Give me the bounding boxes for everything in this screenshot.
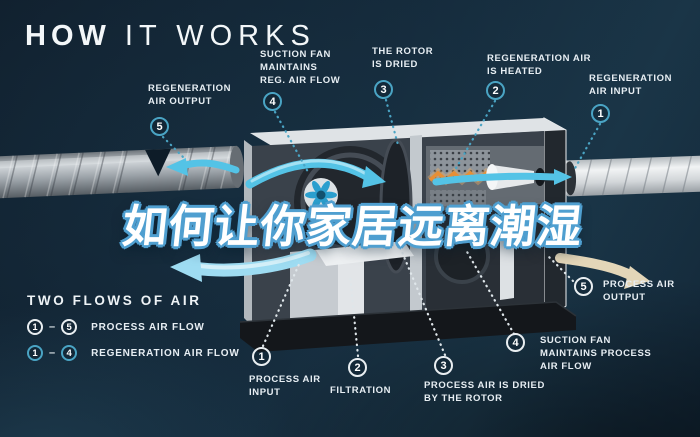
callout-label: SUCTION FAN MAINTAINS PROCESS AIR FLOW	[540, 335, 652, 372]
callout-label: PROCESS AIR INPUT	[249, 374, 321, 398]
callout-label: REGENERATION AIR OUTPUT	[148, 83, 232, 107]
legend-badge-to: 4	[61, 345, 78, 361]
step-number-badge: 5	[574, 277, 593, 296]
desiccant-rotor-disc	[379, 138, 413, 274]
heater-flow-arrow	[432, 172, 558, 186]
legend-row-process-air-flow: 1 – 5 PROCESS AIR FLOW	[27, 319, 240, 335]
legend-dash: –	[49, 346, 56, 359]
interior-white-panel-right	[500, 222, 514, 300]
legend-badge-to: 5	[61, 319, 78, 335]
callout-label: SUCTION FAN MAINTAINS REG. AIR FLOW	[260, 49, 341, 86]
step-number-badge: 2	[348, 358, 367, 377]
regen-intake-arrow	[245, 158, 375, 189]
page-title: HOW IT WORKS	[25, 20, 316, 53]
legend-row-regeneration-air-flow: 1 – 4 REGENERATION AIR FLOW	[27, 345, 240, 361]
pipe-cutaway-notch	[145, 148, 172, 177]
callout-label: REGENERATION AIR IS HEATED	[487, 53, 592, 77]
process-output-swoosh-arrow	[187, 248, 317, 277]
right-duct-pipe	[564, 155, 700, 197]
legend-badge-from: 1	[27, 345, 43, 361]
legend-label: REGENERATION AIR FLOW	[91, 347, 240, 359]
legend-title: TWO FLOWS OF AIR	[27, 293, 202, 308]
fan-impeller-icon	[304, 178, 338, 212]
step-number-badge: 4	[263, 92, 282, 111]
legend-dash: –	[49, 320, 56, 333]
divider-wall	[410, 135, 422, 320]
page-title-bold: HOW	[25, 20, 111, 52]
interior-white-panel-left	[290, 248, 338, 324]
legend-two-flows: TWO FLOWS OF AIR 1 – 5 PROCESS AIR FLOW …	[27, 293, 240, 371]
process-leader-lines	[261, 248, 575, 358]
step-number-badge: 1	[252, 347, 271, 366]
callout-label: PROCESS AIR IS DRIED BY THE ROTOR	[424, 380, 545, 404]
machine-top-panel	[250, 118, 566, 146]
legend-badge-from: 1	[27, 319, 43, 335]
callout-label: PROCESS AIR OUTPUT	[603, 279, 675, 303]
step-number-badge: 2	[486, 81, 505, 100]
step-number-badge: 5	[150, 117, 169, 136]
callout-label: REGENERATION AIR INPUT	[589, 73, 673, 97]
step-number-badge: 4	[506, 333, 525, 352]
machine-base	[240, 302, 576, 352]
step-number-badge: 3	[434, 356, 453, 375]
step-number-badge: 1	[591, 104, 610, 123]
callout-label: THE ROTOR IS DRIED	[372, 46, 434, 70]
regeneration-leader-lines	[161, 98, 602, 174]
chinese-overlay-title: 如何让你家居远离潮湿	[119, 200, 586, 253]
process-fan-housing	[434, 228, 490, 284]
beige-swoosh-arrow	[555, 253, 639, 282]
page-title-light: IT WORKS	[110, 20, 316, 52]
legend-label: PROCESS AIR FLOW	[91, 321, 205, 333]
interior-slanted-panel	[316, 241, 414, 266]
callout-label: FILTRATION	[330, 385, 392, 396]
rotor-drum-housing	[294, 146, 406, 258]
airflow-arrows	[166, 158, 650, 289]
step-number-badge: 3	[374, 80, 393, 99]
